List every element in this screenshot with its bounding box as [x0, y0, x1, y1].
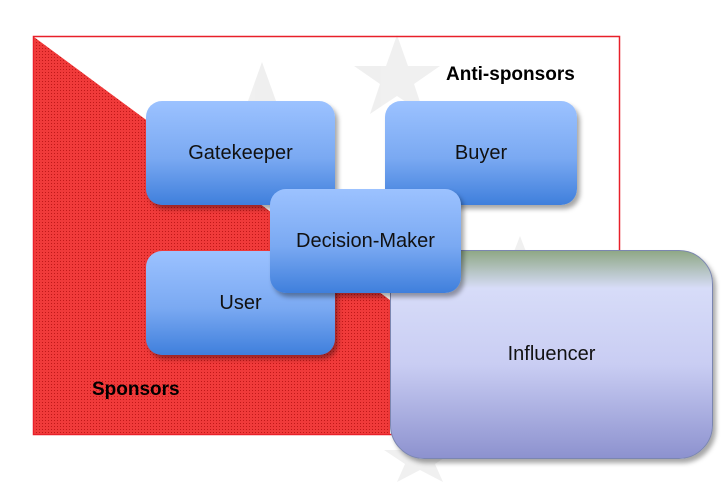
decision-maker-node: Decision-Maker	[270, 189, 461, 293]
gatekeeper-node: Gatekeeper	[146, 101, 335, 205]
sponsors-label: Sponsors	[92, 379, 180, 400]
anti-sponsors-label: Anti-sponsors	[446, 64, 575, 85]
buyer-node: Buyer	[385, 101, 577, 205]
anti-sponsors-frame	[32, 35, 621, 436]
